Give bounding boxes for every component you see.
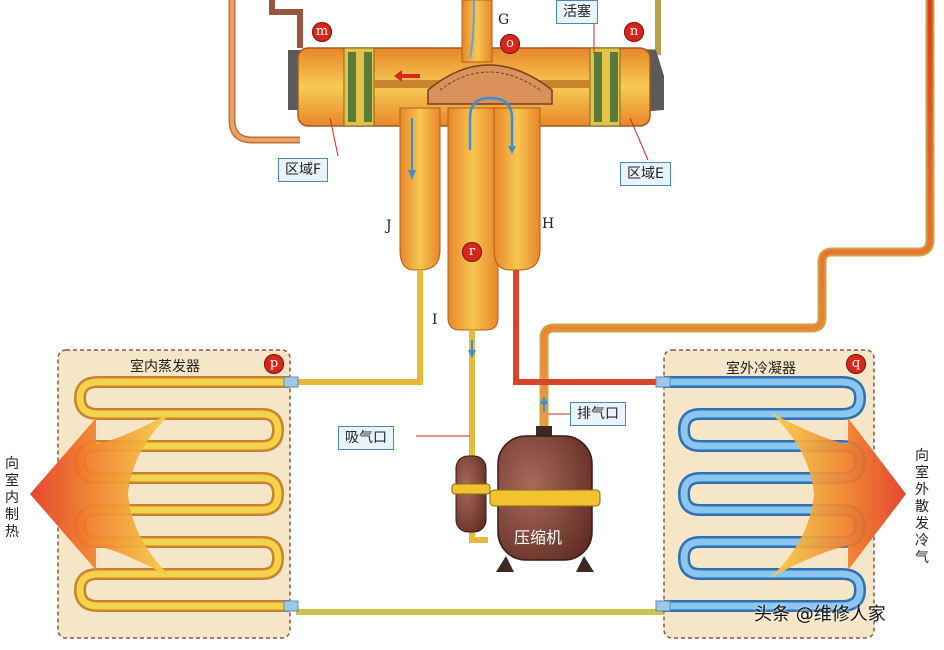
- zone-e-label: 区域E: [620, 162, 671, 186]
- indoor-side-text: 向室内制热: [4, 456, 20, 541]
- compressor-foot-right: [576, 556, 594, 572]
- outdoor-fitting-top: [656, 377, 670, 387]
- indoor-evaporator: [30, 350, 298, 638]
- pipe-g: [462, 0, 492, 62]
- pipe-j: [400, 108, 440, 270]
- zone-f-label: 区域F: [278, 158, 328, 182]
- port-h: H: [542, 216, 554, 232]
- discharge-label: 排气口: [570, 402, 626, 426]
- port-g: G: [498, 12, 509, 28]
- outdoor-condenser: [656, 350, 906, 638]
- right-piston-seal-a: [594, 52, 602, 122]
- pipe-j-to-indoor: [296, 270, 420, 382]
- compressor-band: [490, 490, 600, 506]
- pipe-top-right: [640, 0, 658, 52]
- compressor-label: 压缩机: [514, 524, 562, 548]
- marker-n: n: [624, 22, 644, 42]
- indoor-title: 室内蒸发器: [130, 356, 200, 376]
- marker-p: p: [264, 354, 284, 374]
- indoor-fitting-bottom: [284, 601, 298, 611]
- pipe-top-left: [272, 0, 300, 48]
- left-piston-seal-b: [364, 52, 372, 122]
- piston-label: 活塞: [556, 0, 598, 24]
- port-i: I: [432, 312, 438, 328]
- suction-label: 吸气口: [338, 426, 394, 450]
- pipe-h: [494, 108, 540, 270]
- left-piston-seal-a: [348, 52, 356, 122]
- port-j: J: [386, 218, 392, 234]
- accumulator-band: [452, 484, 490, 494]
- marker-q: q: [846, 354, 866, 374]
- pipe-i: [448, 108, 498, 330]
- outdoor-title: 室外冷凝器: [726, 358, 796, 378]
- right-piston-seal-b: [610, 52, 618, 122]
- marker-m: m: [312, 22, 332, 42]
- marker-r: r: [462, 242, 482, 262]
- indoor-fitting-top: [284, 377, 298, 387]
- outdoor-fitting-bottom: [656, 601, 670, 611]
- marker-o: o: [500, 34, 520, 54]
- outdoor-side-text: 向室外散发冷气: [914, 448, 930, 567]
- compressor-foot-left: [496, 556, 514, 572]
- watermark: 头条 @维修人家: [754, 600, 886, 626]
